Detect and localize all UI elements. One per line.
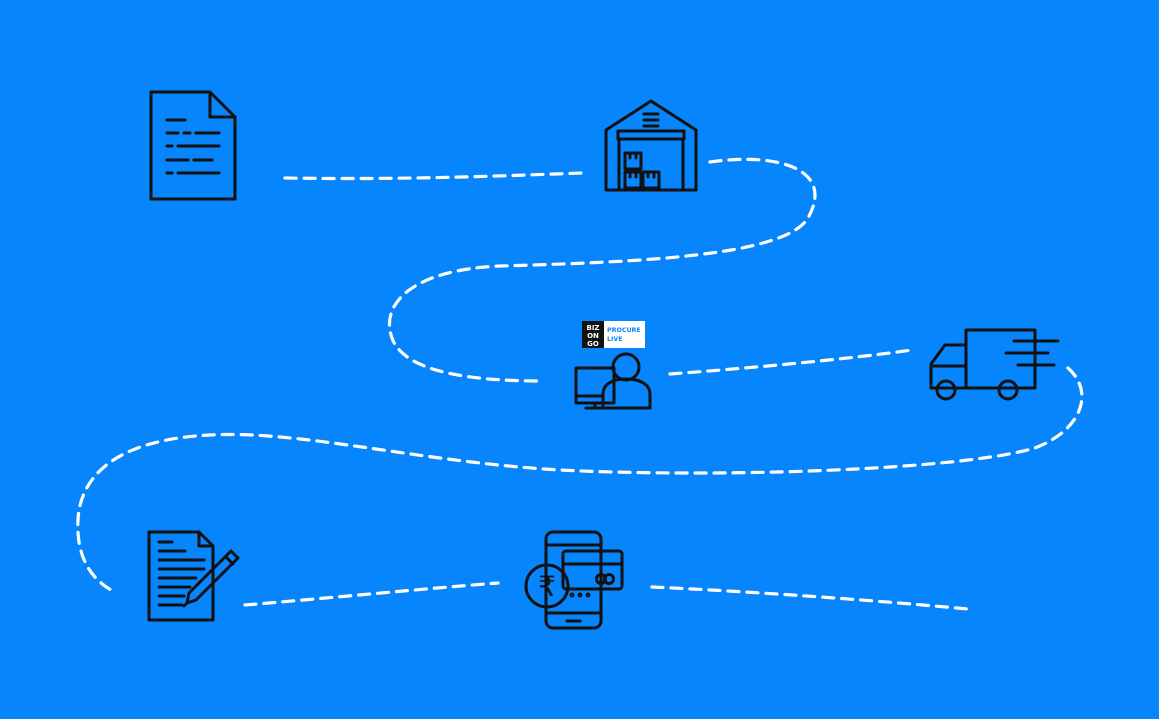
logo-brand-letter-2: ON: [587, 332, 599, 340]
path-document-to-warehouse: [283, 171, 584, 181]
user-at-computer-icon: [574, 352, 652, 410]
path-payment-outgoing: [650, 585, 970, 611]
purchase-document-icon: [149, 90, 237, 201]
logo-brand-letter-3: GO: [587, 340, 599, 348]
path-truck-to-signed-document: [76, 366, 1084, 594]
connector-paths: [76, 157, 1084, 611]
warehouse-icon: [604, 99, 698, 192]
rupee-symbol: ₹: [538, 570, 556, 603]
logo-product-line-1: PROCURE: [607, 327, 641, 334]
bizongo-procure-live-logo: BIZ ON GO PROCURE LIVE: [582, 321, 645, 348]
logo-product-line-2: LIVE: [607, 336, 623, 343]
delivery-truck-icon: [929, 328, 1060, 401]
signed-document-icon: [147, 530, 240, 622]
mobile-payment-icon: ₹: [524, 530, 624, 630]
logo-brand-letter-1: BIZ: [586, 324, 599, 332]
path-user-to-truck: [668, 348, 914, 376]
path-warehouse-to-user: [387, 157, 817, 383]
